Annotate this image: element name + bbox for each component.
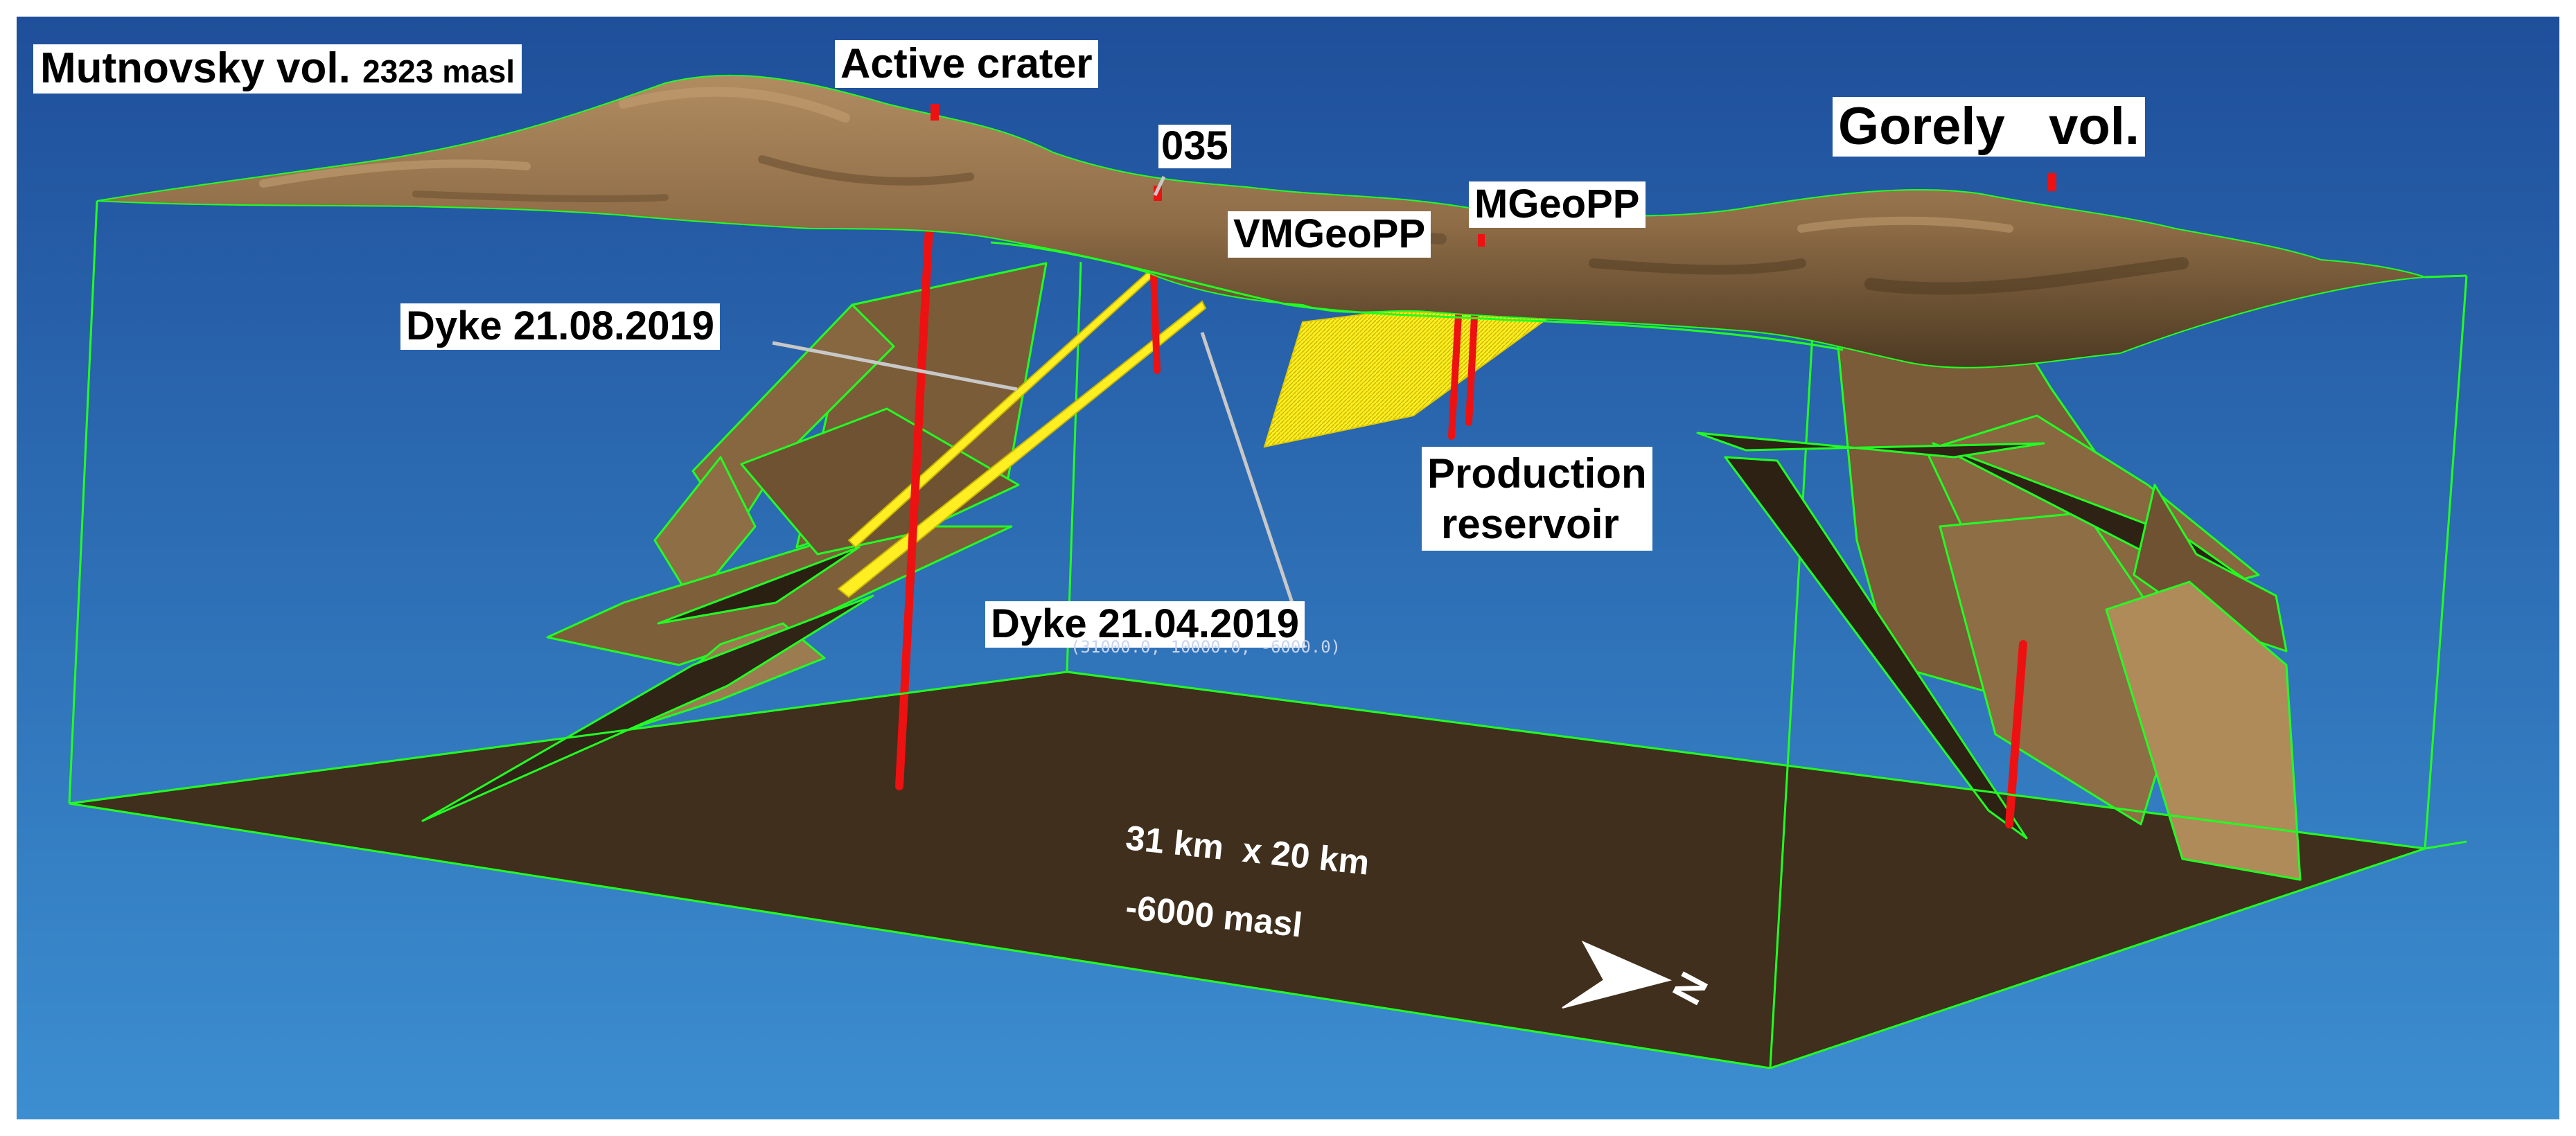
well-vmgeopp (1448, 287, 1463, 440)
well-035-label: 035 (1158, 124, 1231, 168)
mgeopp-label: MGeoPP (1469, 181, 1646, 228)
active-crater-label: Active crater (835, 40, 1098, 88)
mutnovsky-elevation: 2323 masl (362, 53, 515, 89)
fault-plane (2133, 483, 2288, 653)
gorely-label: Gorely vol. (1833, 97, 2146, 157)
right-fault-planes (1696, 296, 2302, 881)
dyke-aug-label: Dyke 21.08.2019 (400, 303, 721, 350)
fault-plane (653, 456, 757, 604)
leader-dyke-aug (772, 341, 1018, 391)
model-floor (69, 672, 2425, 1068)
marker-mgeopp (1478, 234, 1485, 247)
dyke-apr-label: Dyke 21.04.2019 (985, 601, 1305, 648)
well-035 (1150, 270, 1161, 374)
leader-lines (772, 175, 1294, 603)
surface-markers (930, 104, 2056, 247)
marker-gorely (2048, 173, 2056, 191)
model-box-front-edges (68, 200, 2467, 1070)
fault-plane-sliver (1696, 432, 2045, 459)
terrain-front-edge (990, 241, 1844, 351)
dyke-apr-2019 (837, 300, 1207, 598)
leader-dyke-apr (1200, 332, 1294, 603)
leader-035 (1153, 175, 1166, 197)
terrain-shading (259, 87, 2189, 295)
vmgeopp-label: VMGeoPP (1228, 211, 1431, 258)
fault-plane (740, 407, 1020, 556)
fault-plane-light (2105, 580, 2302, 881)
fault-plane-sliver (1724, 456, 2028, 840)
north-arrow-icon (1562, 940, 1673, 1009)
mutnovsky-label: Mutnovsky vol. 2323 masl (33, 44, 522, 94)
marker-active-crater (930, 104, 939, 121)
production-label-line1: Production (1427, 450, 1647, 497)
production-label-line2: reservoir (1441, 501, 1619, 548)
coordinate-readout: (31000.0, 10000.0, -6000.0) (1070, 637, 1341, 657)
production-reservoir-label: Production reservoir (1422, 447, 1652, 551)
mutnovsky-name: Mutnovsky vol. (40, 44, 351, 92)
fault-plane-sliver (657, 546, 861, 625)
